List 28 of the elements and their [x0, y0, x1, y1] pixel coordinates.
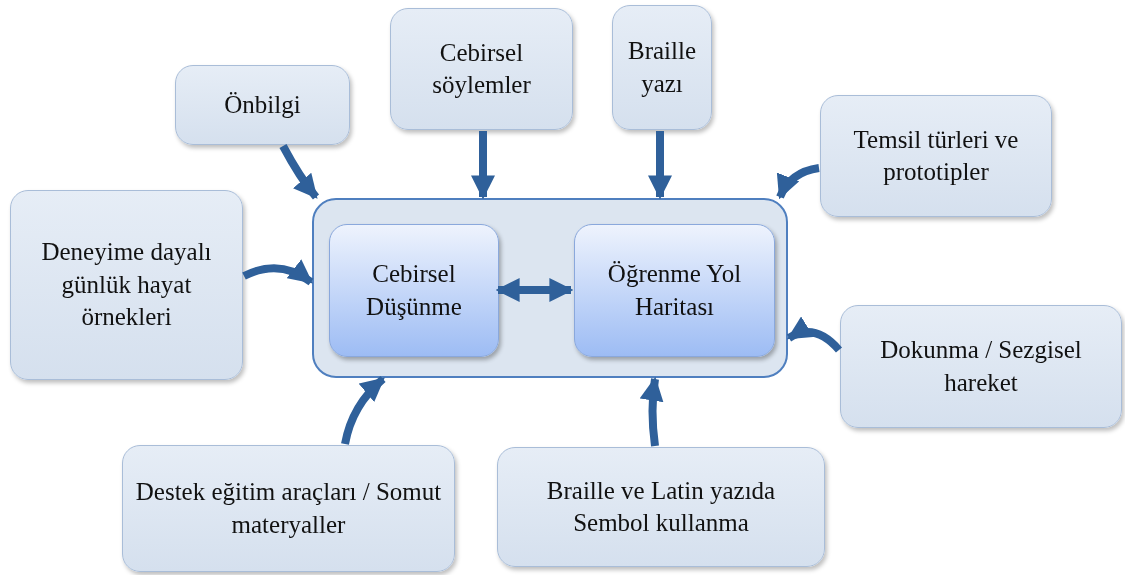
arrow	[471, 131, 495, 200]
arrow	[341, 376, 386, 445]
topic-box	[122, 445, 455, 572]
box-label: Cebirsel Düşünme	[365, 259, 463, 322]
topic-box	[612, 5, 712, 130]
arrow	[640, 376, 664, 447]
group-box	[312, 198, 788, 378]
box-label: Braille ve Latin yazıda Sembol kullanma	[545, 475, 777, 538]
box-label: Önbilgi	[223, 89, 302, 120]
topic-box	[10, 190, 243, 380]
box-label: Destek eğitim araçları / Somut materyaller	[134, 477, 443, 540]
box-label: Cebirsel söylemler	[431, 37, 532, 100]
arrow	[648, 131, 672, 200]
topic-box	[390, 8, 573, 130]
box-label: Braille yazı	[627, 36, 697, 99]
topic-box	[820, 95, 1052, 217]
concept-box	[574, 224, 775, 357]
arrow	[495, 278, 574, 302]
box-label: Dokunma / Sezgisel hareket	[879, 335, 1083, 398]
box-label: Öğrenme Yol Haritası	[606, 259, 743, 322]
box-label: Deneyime dayalı günlük hayat örnekleri	[40, 237, 213, 333]
concept-box	[329, 224, 499, 357]
topic-box	[175, 65, 350, 145]
arrow	[242, 259, 314, 286]
arrow	[279, 144, 320, 200]
topic-box	[840, 305, 1122, 428]
box-label: Temsil türleri ve prototipler	[852, 124, 1020, 187]
topic-box	[497, 447, 825, 567]
